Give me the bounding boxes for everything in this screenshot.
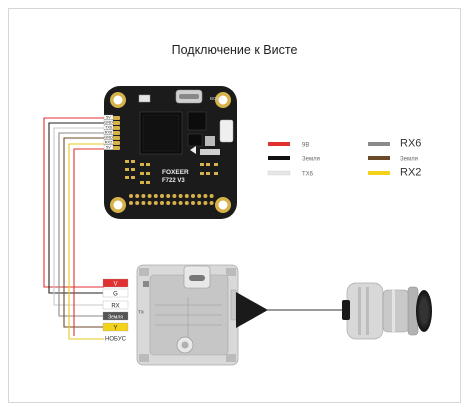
svg-text:G: G (113, 292, 118, 298)
fc-pin-label: 5V (103, 144, 114, 150)
vista-pin-label: Земля (102, 311, 129, 321)
fc-brand: FOXEER (162, 169, 189, 176)
vista-pin-label: V (102, 278, 129, 288)
svg-text:TX6: TX6 (105, 126, 112, 130)
legend-item: 9В (268, 142, 309, 149)
svg-text:GND: GND (104, 136, 113, 140)
camera (342, 282, 432, 340)
vista-pin-label: RX (102, 300, 129, 310)
legend-item: RX6 (368, 138, 421, 150)
svg-text:TX: TX (138, 310, 144, 315)
svg-text:TX6: TX6 (302, 172, 314, 178)
fc-pads (113, 116, 120, 150)
svg-text:Y: Y (113, 326, 117, 332)
svg-text:RX6: RX6 (400, 138, 421, 150)
svg-text:RX6: RX6 (105, 131, 112, 135)
svg-text:Земля: Земля (302, 157, 320, 163)
svg-text:RX2: RX2 (105, 141, 112, 145)
legend-item: RX2 (368, 167, 421, 179)
svg-text:5V: 5V (106, 146, 111, 150)
fc-model: F722 V3 (162, 178, 185, 184)
wire-gnd-1 (48, 122, 104, 294)
mounting-holes (110, 92, 231, 213)
vista-pin-label: НОБУС (105, 337, 127, 343)
svg-text:5V: 5V (106, 116, 111, 120)
wire-rx2 (68, 143, 104, 340)
svg-text:Земля: Земля (400, 157, 418, 163)
svg-text:9В: 9В (302, 143, 309, 149)
svg-text:GND: GND (104, 121, 113, 125)
vista-pin-label: G (102, 288, 129, 298)
fc-pin-label: RX2 (103, 139, 114, 145)
camera-cable (236, 292, 347, 328)
wire-gnd-2 (63, 137, 104, 328)
svg-text:RX: RX (111, 304, 119, 310)
fc-pin-label: GND (103, 119, 114, 125)
svg-text:BOOT: BOOT (210, 96, 223, 101)
fc-pin-label: TX6 (103, 124, 114, 130)
side-connector (219, 119, 234, 143)
wire-5v (73, 148, 104, 336)
wires (43, 117, 104, 340)
legend-item: Земля (368, 156, 418, 163)
vista-pin-label: TX (138, 310, 144, 315)
legend-item: Земля (268, 156, 320, 163)
wire-tx6 (53, 127, 104, 306)
wire-rx6 (58, 132, 104, 317)
diagram-title: Подключение к Висте (171, 43, 298, 57)
diagram-frame (8, 8, 461, 403)
legend-item: TX6 (267, 170, 314, 178)
svg-text:НОБУС: НОБУС (105, 337, 127, 343)
fc-pin-label: RX6 (103, 129, 114, 135)
vista-pin-label: Y (102, 322, 129, 332)
svg-text:RX2: RX2 (400, 167, 421, 179)
fc-pin-label: 5V (103, 114, 114, 120)
boot-button (138, 94, 151, 103)
svg-text:V: V (113, 282, 117, 288)
bottom-pad-row (129, 194, 214, 205)
svg-text:Земля: Земля (108, 315, 123, 321)
fc-pin-label: GND (103, 134, 114, 140)
